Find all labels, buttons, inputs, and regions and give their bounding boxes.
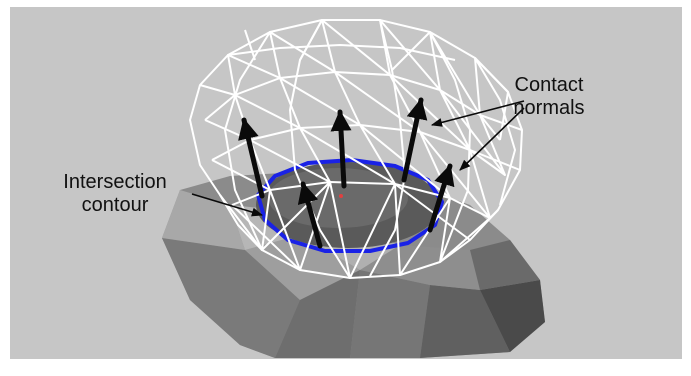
normal-arrow-1 (238, 117, 265, 199)
contact-normals (238, 97, 455, 249)
intersection-contour-label: Intersection contour (40, 171, 190, 217)
label-leaders (191, 100, 525, 217)
leader-contact-2 (459, 107, 525, 171)
intersection-label-line1: Intersection (63, 171, 167, 193)
normal-arrow-3 (401, 97, 428, 183)
contact-label-line2: normals (513, 97, 585, 119)
leader-contact-1 (430, 100, 525, 127)
intersection-contour (256, 158, 444, 253)
leader-intersection (191, 193, 264, 217)
contact-normals-label: Contact normals (494, 74, 604, 120)
intersection-label-line2: contour (81, 194, 149, 216)
normal-arrow-4 (297, 181, 323, 249)
contact-point (339, 194, 343, 198)
contact-label-line1: Contact (514, 74, 584, 96)
normal-arrow-2 (330, 109, 352, 189)
normal-arrow-5 (427, 163, 455, 233)
